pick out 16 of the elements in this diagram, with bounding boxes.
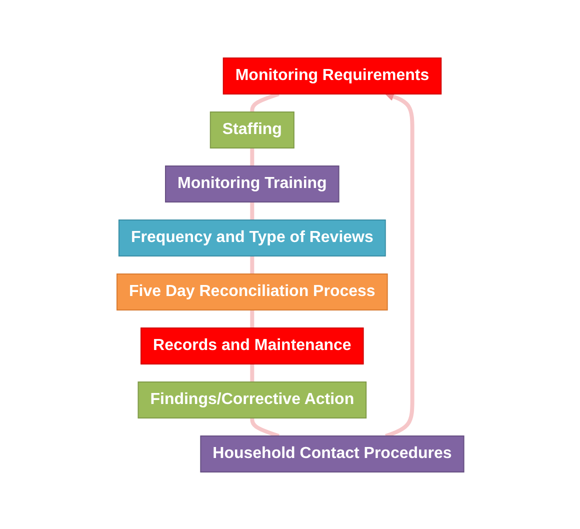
- connector: [250, 363, 254, 382]
- connector: [250, 92, 280, 112]
- arrow: [384, 92, 414, 438]
- connector: [250, 201, 254, 220]
- connector: [250, 147, 254, 166]
- node-box: Findings/Corrective Action: [137, 381, 366, 418]
- node-box: Five Day Reconciliation Process: [116, 273, 388, 310]
- connector: [250, 416, 280, 438]
- node-box: Records and Maintenance: [140, 327, 364, 364]
- connector: [250, 255, 254, 274]
- node-box: Staffing: [209, 111, 294, 148]
- node-box: Monitoring Requirements: [222, 57, 442, 94]
- node-box: Household Contact Procedures: [200, 434, 464, 472]
- node-box: Frequency and Type of Reviews: [118, 219, 386, 256]
- connector: [250, 309, 254, 328]
- node-box: Monitoring Training: [164, 165, 339, 202]
